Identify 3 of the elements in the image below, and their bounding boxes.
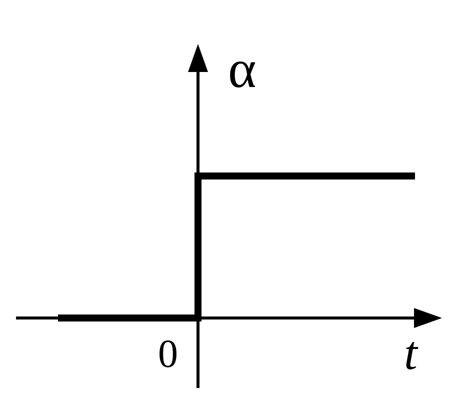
axis-label: t [404, 330, 418, 378]
origin-label: 0 [158, 334, 178, 374]
axis-label: α [228, 42, 256, 96]
